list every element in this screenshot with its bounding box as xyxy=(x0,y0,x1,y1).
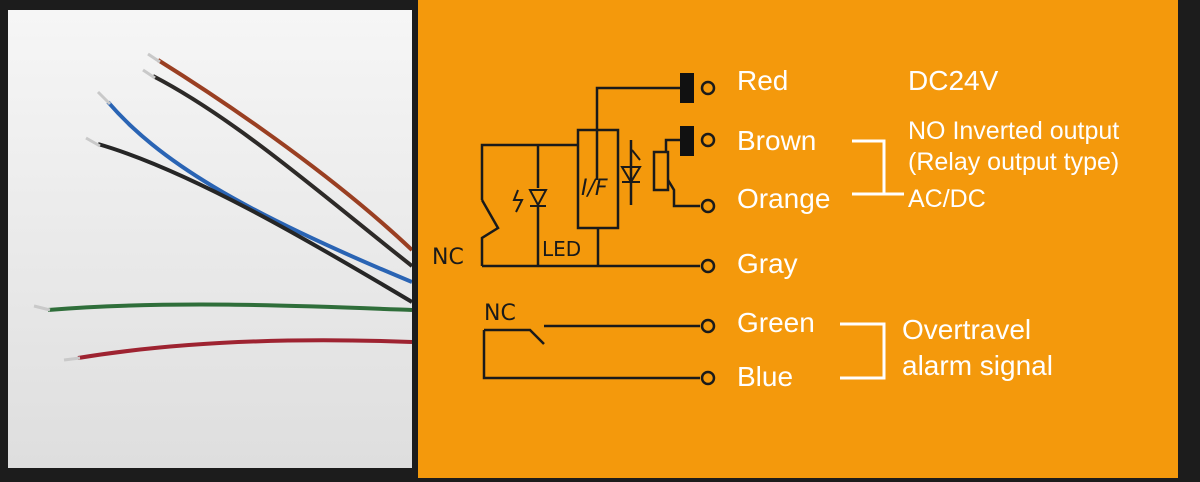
bracket-green-blue xyxy=(840,322,886,380)
blue-wire xyxy=(106,100,412,284)
bracket-brown-orange xyxy=(852,139,886,196)
brown-wire xyxy=(156,58,412,252)
overtravel-note-line1: Overtravel xyxy=(902,314,1031,345)
no-output-note-line1: NO Inverted output xyxy=(908,117,1119,145)
red-wire-line xyxy=(595,86,681,180)
upper-circuit-loop xyxy=(480,143,578,200)
red-wire xyxy=(77,338,412,360)
no-output-note-line2: (Relay output type) xyxy=(908,148,1119,176)
green-terminal xyxy=(700,318,716,334)
power-note: DC24V xyxy=(908,65,999,96)
black-wire-lower xyxy=(97,142,412,304)
label-green: Green xyxy=(737,307,815,338)
green-wire-tip xyxy=(33,304,51,312)
blue-wire-line xyxy=(482,330,700,380)
label-red: Red xyxy=(737,65,788,96)
label-blue: Blue xyxy=(737,361,793,392)
red-terminal-block xyxy=(680,73,694,103)
nc-switch-upper xyxy=(480,199,500,266)
if-block-label: I/F xyxy=(581,176,608,201)
red-wire-tip xyxy=(63,356,81,362)
label-orange: Orange xyxy=(737,183,830,214)
led-diode-icon xyxy=(528,189,548,208)
cable-photo-panel xyxy=(8,10,412,468)
brown-terminal-block xyxy=(680,126,694,156)
orange-terminal xyxy=(700,198,716,214)
brown-wire-tip xyxy=(147,52,161,64)
relay-contact xyxy=(666,179,700,208)
red-terminal xyxy=(700,80,716,96)
gray-terminal xyxy=(700,258,716,274)
nc-upper-label: NC xyxy=(432,245,464,270)
cable-wires-photo xyxy=(33,52,412,362)
led-label: LED xyxy=(542,237,581,261)
label-brown: Brown xyxy=(737,125,816,156)
relay-coil xyxy=(652,150,670,192)
blue-terminal xyxy=(700,370,716,386)
nc-switch-lower xyxy=(484,328,545,345)
overtravel-note-line2: alarm signal xyxy=(902,350,1053,381)
wiring-diagram-panel: I/F LED NC NC xyxy=(418,0,1178,478)
acdc-note: AC/DC xyxy=(908,185,986,213)
wiring-diagram: I/F LED NC NC xyxy=(432,65,1119,392)
blue-wire-tip xyxy=(96,90,112,106)
black-wire-lower-tip xyxy=(85,136,101,148)
label-gray: Gray xyxy=(737,248,798,279)
black-wire-upper-tip xyxy=(142,68,156,80)
opto-diode-arrow xyxy=(631,149,641,161)
nc-lower-label: NC xyxy=(484,301,516,326)
relay-coil-link xyxy=(664,138,680,152)
black-wire-upper xyxy=(152,74,412,268)
brown-terminal xyxy=(700,132,716,148)
led-light-icon xyxy=(512,189,524,213)
green-wire xyxy=(47,302,412,312)
